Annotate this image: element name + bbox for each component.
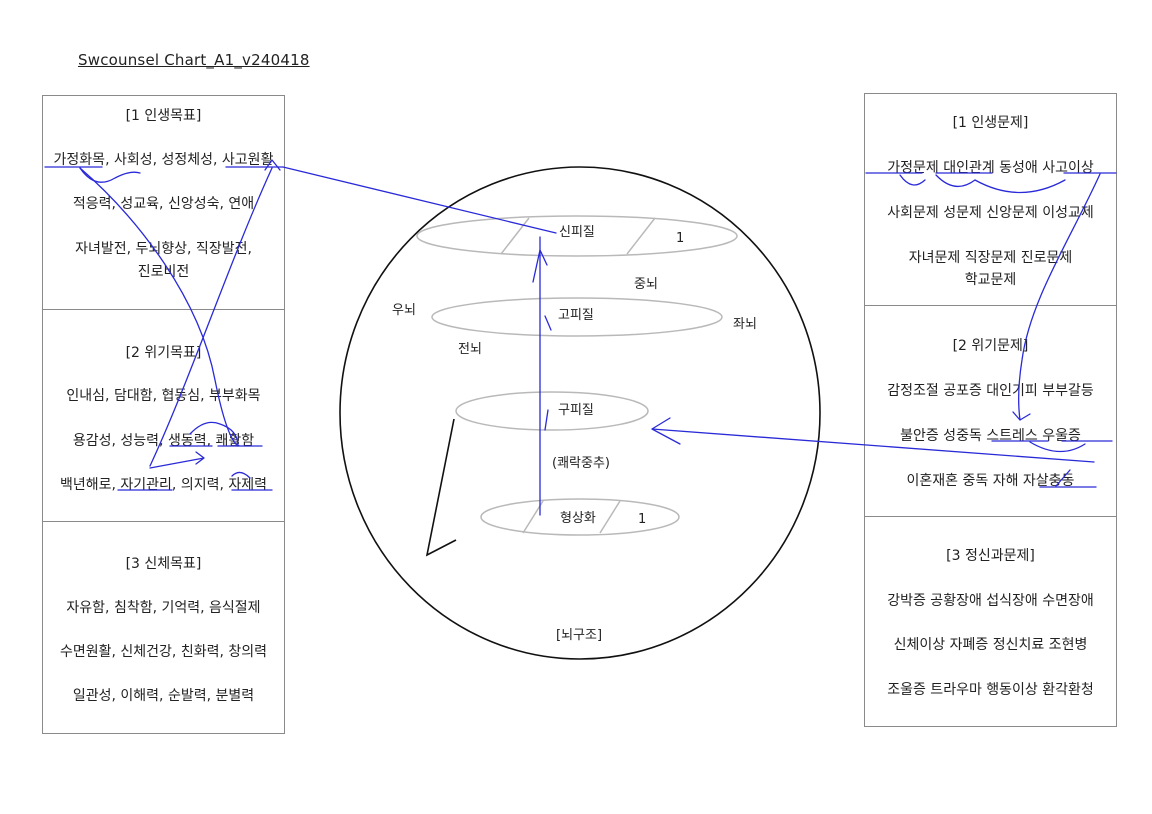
goals-panel: [1 인생목표] 가정화목, 사회성, 성정체성, 사고원활 적응력, 성교육,… bbox=[42, 95, 285, 734]
connector-stroke bbox=[149, 451, 205, 469]
connector-stroke bbox=[1055, 469, 1071, 487]
goal-line: 백년해로, 자기관리, 의지력, 자제력 bbox=[59, 477, 268, 493]
brain-structure-caption: [뇌구조] bbox=[556, 628, 602, 643]
left-brain-label: 좌뇌 bbox=[733, 317, 757, 332]
problem-line: 자녀문제 직장문제 진로문제 bbox=[908, 250, 1073, 266]
problem-line: 조울증 트라우마 행동이상 환각환청 bbox=[887, 682, 1094, 698]
neocortex-label: 신피질 bbox=[559, 225, 595, 240]
imagery-mark: 1 bbox=[638, 512, 646, 527]
problem-line: 감정조절 공포증 대인기피 부부갈등 bbox=[887, 383, 1094, 399]
section-title: [3 정신과문제] bbox=[946, 548, 1035, 564]
goal-line: 진로비전 bbox=[137, 264, 190, 280]
connector-stroke bbox=[974, 179, 1066, 194]
arrow-head bbox=[544, 409, 549, 431]
paleocortex-label: 고피질 bbox=[558, 308, 594, 323]
problem-line: 사회문제 성문제 신앙문제 이성교제 bbox=[887, 205, 1094, 221]
goal-line: 가정화목, 사회성, 성정체성, 사고원활 bbox=[53, 152, 274, 168]
problem-line: 불안증 성중독 스트레스 우울증 bbox=[900, 428, 1081, 444]
connector-stroke bbox=[231, 471, 251, 479]
section-title: [2 위기문제] bbox=[952, 338, 1029, 354]
problem-line: 학교문제 bbox=[964, 272, 1017, 288]
right-brain-label: 우뇌 bbox=[392, 303, 416, 318]
arrow-head bbox=[532, 249, 548, 283]
imagery-label: 형상화 bbox=[560, 511, 596, 526]
problems-panel: [1 인생문제] 가정문제 대인관계 동성애 사고이상 사회문제 성문제 신앙문… bbox=[864, 93, 1117, 727]
paleocortex-ellipse bbox=[431, 297, 723, 337]
neocortex-tick bbox=[626, 217, 656, 255]
archicortex-ellipse bbox=[455, 391, 649, 431]
arrow-head bbox=[544, 315, 552, 331]
body-goals-section: [3 신체목표] 자유함, 침착함, 기억력, 음식절제 수면원활, 신체건강,… bbox=[43, 521, 284, 733]
arrow-line bbox=[282, 166, 557, 234]
brain-outline bbox=[339, 166, 821, 660]
problem-line: 강박증 공황장애 섭식장애 수면장애 bbox=[887, 593, 1094, 609]
goal-line: 자유함, 침착함, 기억력, 음식절제 bbox=[66, 600, 261, 616]
handwritten-annotations bbox=[44, 159, 1117, 516]
problem-line: 이혼재혼 중독 자해 자살충동 bbox=[906, 473, 1075, 489]
life-problems-section: [1 인생문제] 가정문제 대인관계 동성애 사고이상 사회문제 성문제 신앙문… bbox=[865, 94, 1116, 305]
connector-stroke bbox=[264, 159, 281, 171]
imagery-tick bbox=[599, 500, 621, 534]
goal-line: 용감성, 성능력, 생동력, 쾌활함 bbox=[72, 433, 255, 449]
psychiatric-problems-section: [3 정신과문제] 강박증 공황장애 섭식장애 수면장애 신체이상 자폐증 정신… bbox=[865, 516, 1116, 726]
crisis-problems-section: [2 위기문제] 감정조절 공포증 대인기피 부부갈등 불안증 성중독 스트레스… bbox=[865, 305, 1116, 516]
connector-stroke bbox=[189, 421, 239, 447]
section-title: [1 인생목표] bbox=[125, 108, 202, 124]
goal-line: 인내심, 담대함, 협동심, 부부화목 bbox=[66, 388, 261, 404]
forebrain-label: 전뇌 bbox=[458, 342, 482, 357]
arrow-head bbox=[651, 417, 681, 445]
section-title: [1 인생문제] bbox=[952, 115, 1029, 131]
neocortex-ellipse bbox=[416, 215, 738, 257]
neocortex-tick bbox=[500, 217, 530, 255]
crisis-goals-section: [2 위기목표] 인내심, 담대함, 협동심, 부부화목 용감성, 성능력, 생… bbox=[43, 309, 284, 521]
connector-stroke bbox=[79, 167, 239, 447]
goal-line: 수면원활, 신체건강, 친화력, 창의력 bbox=[59, 644, 268, 660]
neocortex-mark: 1 bbox=[676, 231, 684, 246]
life-goals-section: [1 인생목표] 가정화목, 사회성, 성정체성, 사고원활 적응력, 성교육,… bbox=[43, 96, 284, 309]
connector-stroke bbox=[935, 174, 976, 187]
pleasure-center-label: (쾌락중추) bbox=[552, 456, 610, 471]
angle-marker bbox=[425, 418, 457, 557]
mid-brain-label: 중뇌 bbox=[634, 277, 658, 292]
archicortex-label: 구피질 bbox=[558, 403, 594, 418]
section-title: [2 위기목표] bbox=[125, 345, 202, 361]
goal-line: 적응력, 성교육, 신앙성숙, 연애 bbox=[72, 196, 255, 212]
connector-stroke bbox=[79, 167, 141, 183]
connector-stroke bbox=[1012, 411, 1031, 421]
chart-title: Swcounsel Chart_A1_v240418 bbox=[78, 51, 310, 69]
problem-line: 신체이상 자폐증 정신치료 조현병 bbox=[893, 637, 1088, 653]
connector-stroke bbox=[899, 174, 926, 186]
arrow-line bbox=[651, 428, 1095, 463]
connector-stroke bbox=[149, 167, 273, 467]
section-title: [3 신체목표] bbox=[125, 556, 202, 572]
imagery-ellipse bbox=[480, 498, 680, 536]
connector-stroke bbox=[1018, 173, 1101, 421]
connector-stroke bbox=[1029, 441, 1086, 453]
problem-line: 가정문제 대인관계 동성애 사고이상 bbox=[887, 160, 1094, 176]
goal-line: 자녀발전, 두뇌향상, 직장발전, bbox=[75, 241, 252, 257]
goal-line: 일관성, 이해력, 순발력, 분별력 bbox=[72, 688, 255, 704]
